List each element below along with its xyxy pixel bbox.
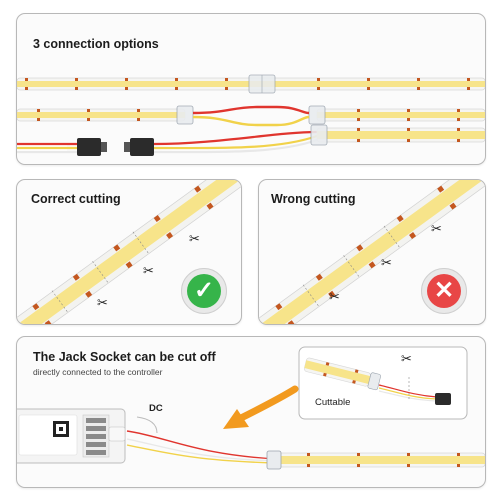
- correct-badge: ✓: [181, 268, 227, 314]
- led-strip-diagonal-wrong: [259, 180, 485, 324]
- jack-socket-panel: The Jack Socket can be cut off directly …: [16, 336, 486, 488]
- check-icon: ✓: [187, 274, 221, 308]
- panel-title: Wrong cutting: [271, 192, 356, 206]
- wrong-badge: ✕: [421, 268, 467, 314]
- panel-subtitle: directly connected to the controller: [33, 367, 163, 377]
- scissors-icon: ✂: [431, 221, 442, 236]
- cross-icon: ✕: [427, 274, 461, 308]
- correct-cutting-panel: Correct cutting ✂ ✂ ✂ ✓: [16, 179, 242, 325]
- wrong-cutting-panel: Wrong cutting ✂ ✂ ✂ ✕: [258, 179, 486, 325]
- scissors-icon: ✂: [401, 351, 412, 366]
- led-strip-1: [17, 74, 485, 156]
- connection-options-panel: 3 connection options: [16, 13, 486, 165]
- dc-label: DC: [149, 403, 163, 414]
- scissors-icon: ✂: [189, 231, 200, 246]
- panel-title: The Jack Socket can be cut off: [33, 350, 216, 364]
- panel-title: 3 connection options: [33, 37, 159, 51]
- controller-diagram: [17, 346, 485, 470]
- scissors-icon: ✂: [97, 295, 108, 310]
- cuttable-label: Cuttable: [315, 397, 351, 408]
- scissors-icon: ✂: [381, 255, 392, 270]
- scissors-icon: ✂: [143, 263, 154, 278]
- scissors-icon: ✂: [329, 289, 340, 304]
- panel-title: Correct cutting: [31, 192, 121, 206]
- led-strip-diagonal-correct: [17, 180, 241, 324]
